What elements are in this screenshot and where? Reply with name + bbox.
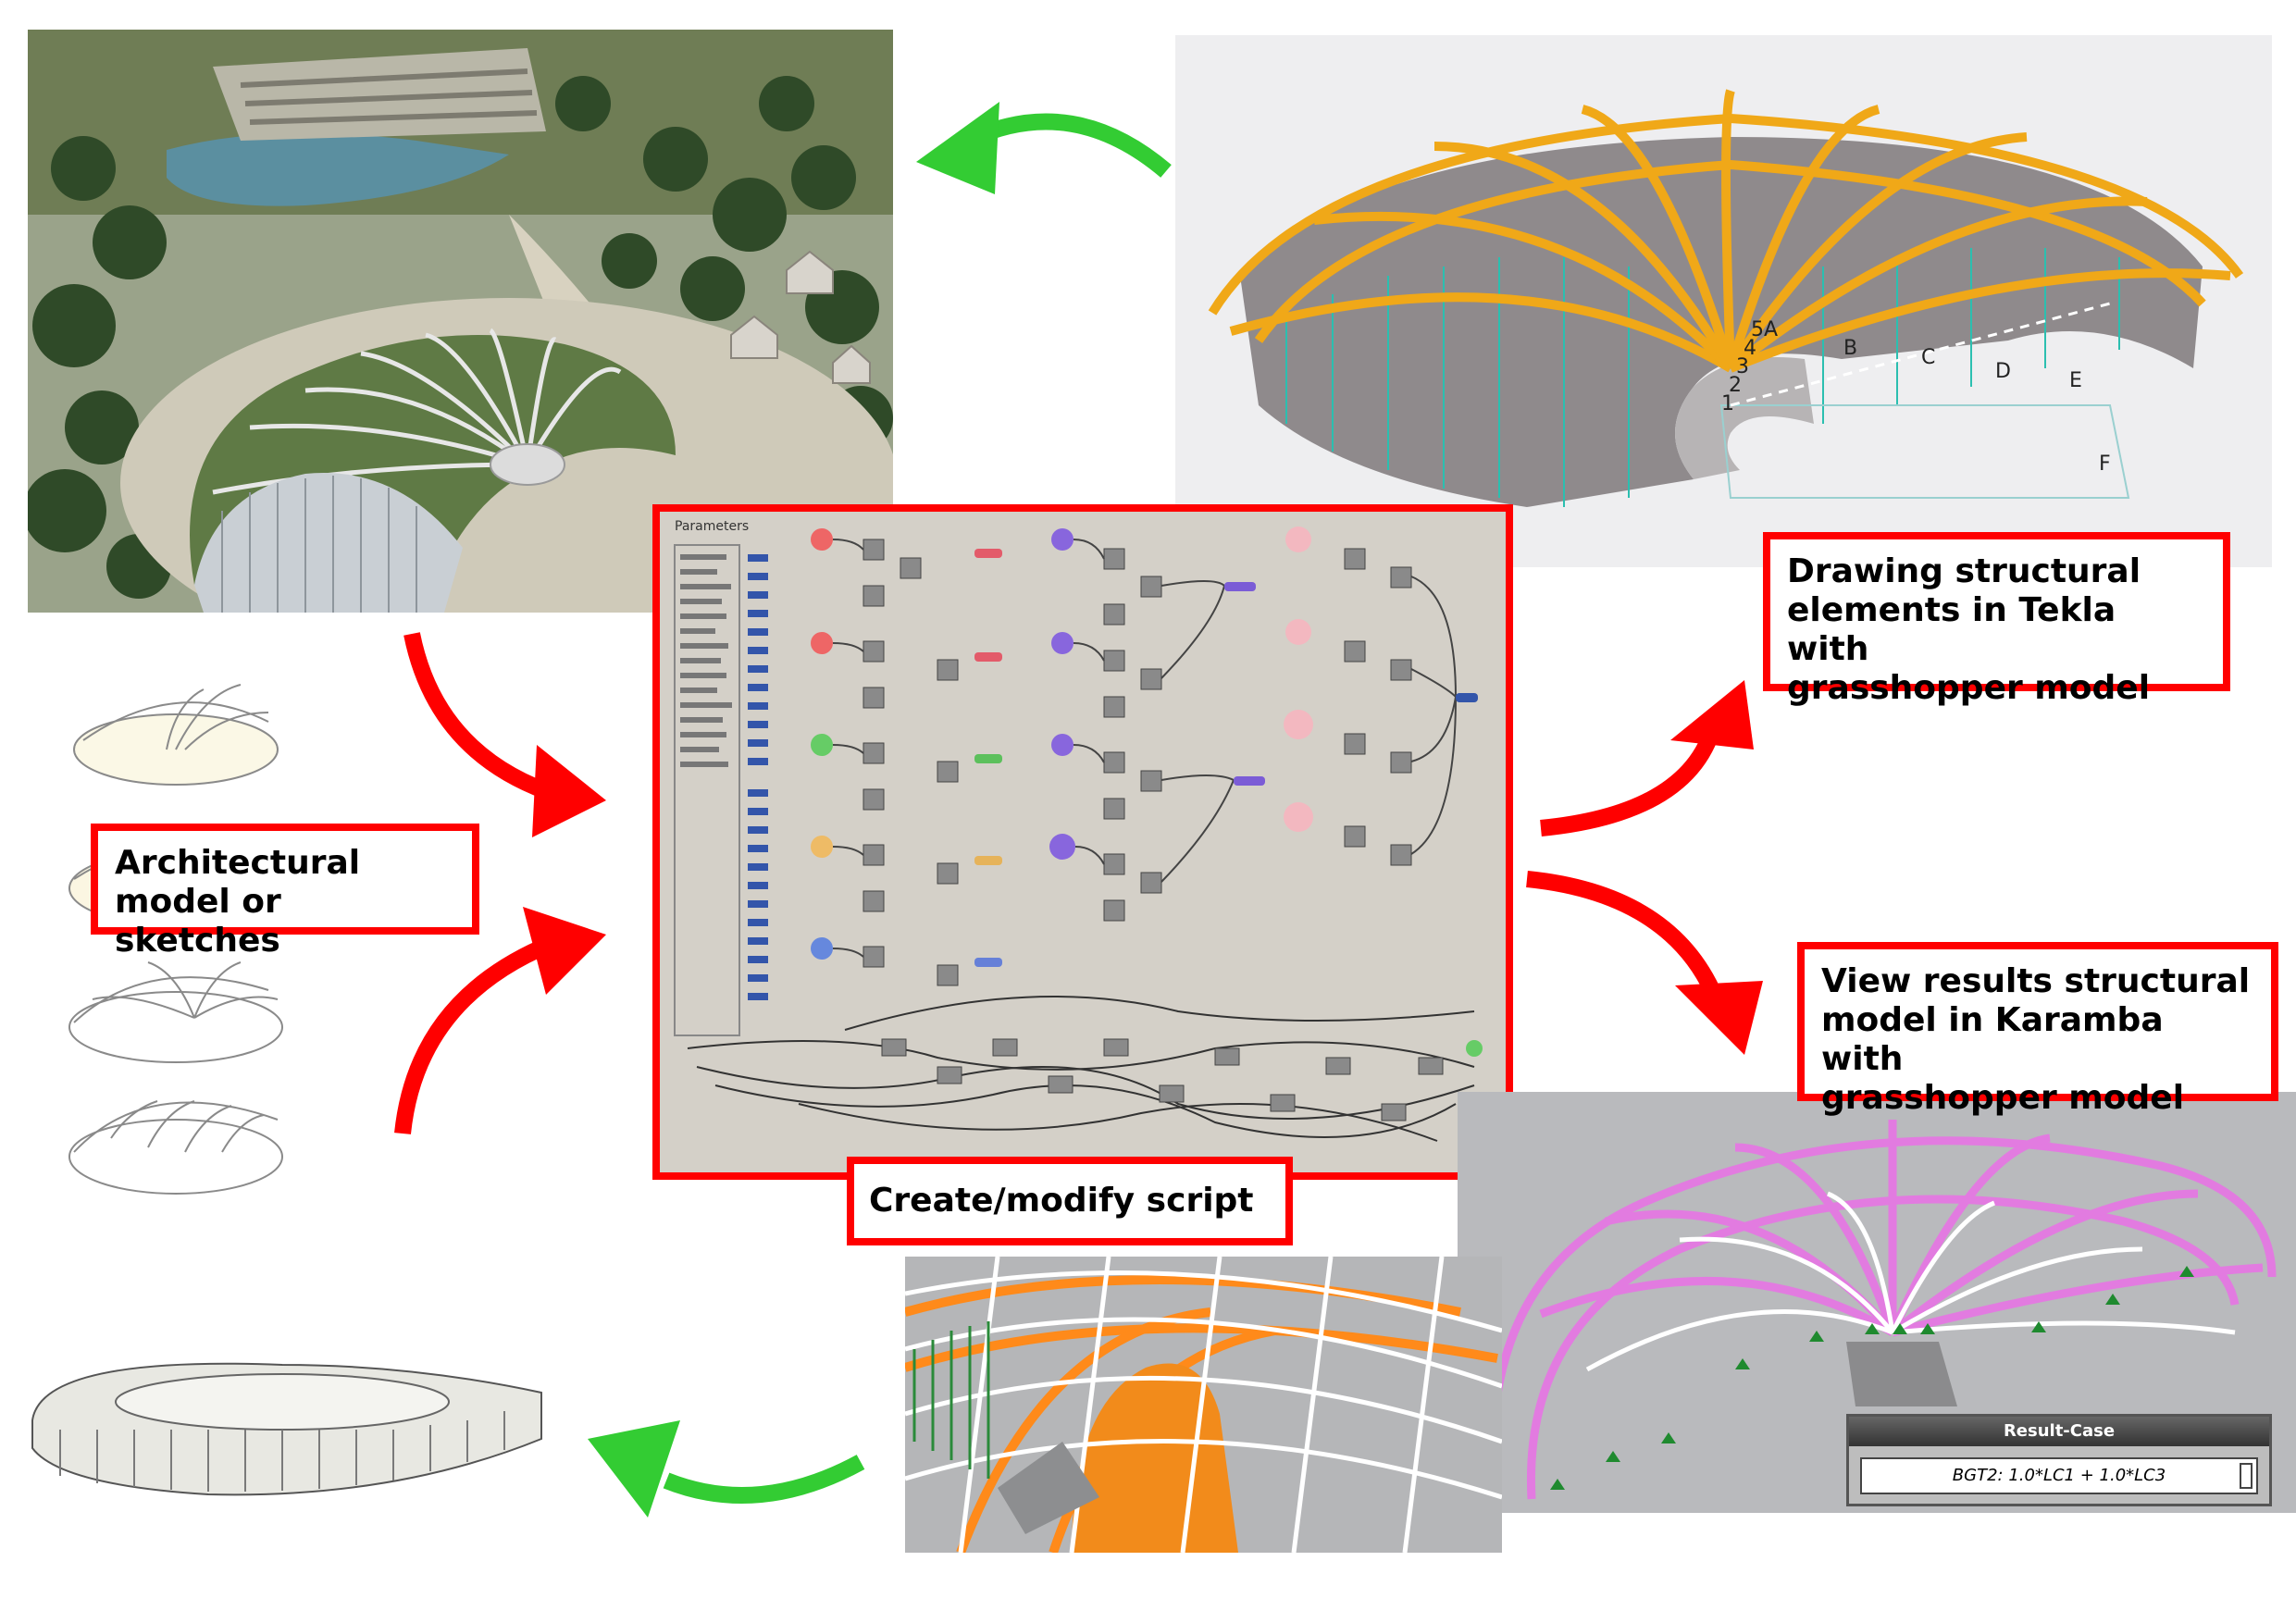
tekla-label: Drawing structural elements in Tekla wit… (1763, 532, 2230, 707)
red-arrow-sketches-to-script (394, 935, 554, 1134)
red-arrow-to-tekla (1540, 727, 1720, 836)
tekla-grid-number: 2 (1729, 374, 1742, 397)
red-arrow-sketches-head (523, 907, 606, 995)
red-arrow-tekla-head (1670, 680, 1754, 750)
tekla-grid-letter: D (1995, 360, 2011, 383)
tekla-label-text: Drawing structural elements in Tekla wit… (1787, 552, 2151, 707)
structural-render-image (905, 1257, 1502, 1553)
tekla-grid-number: 3 (1736, 355, 1749, 378)
green-arrow-top-head (916, 102, 999, 194)
tekla-grid-number: 1 (1721, 392, 1734, 415)
stadium-sketch-panel (23, 1337, 551, 1508)
grasshopper-canvas-panel: Parameters (652, 504, 1513, 1180)
structural-render-panel (905, 1257, 1502, 1553)
tekla-model-image: 1 2 3 4 5 A B C D E F (1175, 35, 2272, 567)
red-arrow-karamba-head (1675, 981, 1763, 1055)
karamba-label-text: View results structural model in Karamba… (1821, 962, 2251, 1117)
tekla-grid-letter: A (1764, 318, 1778, 341)
tekla-grid-letter: E (2069, 369, 2082, 392)
result-case-title: Result-Case (1849, 1417, 2269, 1446)
tekla-grid-letter: B (1843, 337, 1857, 360)
tekla-grid-letter: C (1921, 346, 1935, 369)
result-case-select[interactable]: BGT2: 1.0*LC1 + 1.0*LC3 (1860, 1457, 2258, 1494)
architectural-label-text: Architectural model or sketches (115, 844, 361, 960)
karamba-label: View results structural model in Karamba… (1797, 942, 2278, 1117)
red-arrow-render-head (532, 745, 606, 837)
grasshopper-panel-title: Parameters (675, 519, 750, 534)
result-case-dropdown-handle[interactable] (2240, 1463, 2253, 1489)
architectural-label: Architectural model or sketches (91, 824, 479, 960)
grasshopper-node-graph (674, 527, 1483, 1142)
green-arrow-top (968, 113, 1172, 178)
tekla-grid-number: 4 (1744, 337, 1756, 360)
grasshopper-canvas: Parameters (660, 512, 1506, 1172)
script-label-text: Create/modify script (869, 1182, 1254, 1220)
green-arrow-bottom-head (588, 1420, 680, 1518)
tekla-grid-number: 5 (1751, 318, 1764, 341)
green-arrow-bottom (663, 1455, 865, 1504)
red-arrow-render-to-script (403, 632, 550, 799)
script-label: Create/modify script (847, 1157, 1293, 1245)
stadium-sketch-image (31, 1362, 542, 1496)
tekla-grid-letter: F (2099, 452, 2111, 476)
result-case-widget[interactable]: Result-Case BGT2: 1.0*LC1 + 1.0*LC3 (1846, 1414, 2272, 1506)
tekla-model-panel: 1 2 3 4 5 A B C D E F (1175, 35, 2272, 567)
red-arrow-to-karamba (1526, 871, 1720, 994)
result-case-value: BGT2: 1.0*LC1 + 1.0*LC3 (1952, 1466, 2166, 1485)
